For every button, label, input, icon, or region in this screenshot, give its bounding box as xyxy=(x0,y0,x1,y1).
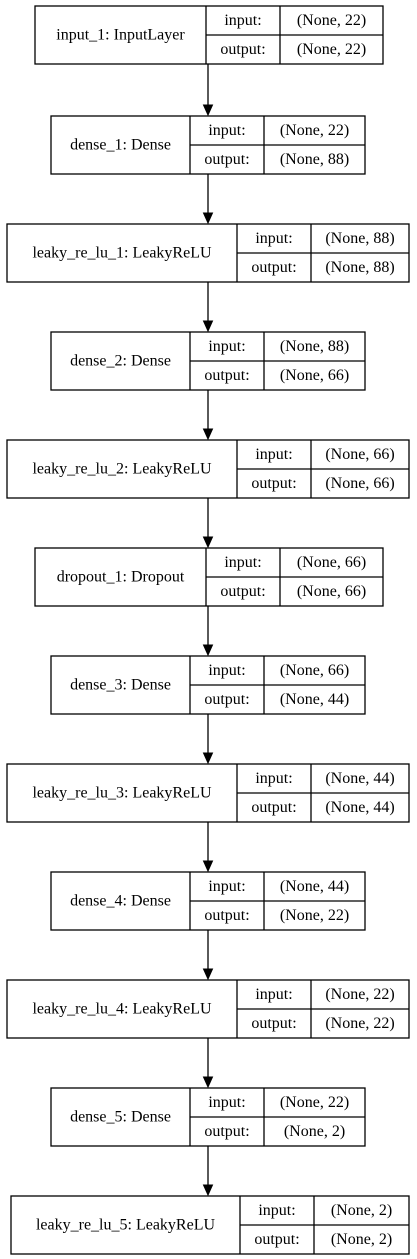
input-shape: (None, 22) xyxy=(297,12,366,29)
arrow-head xyxy=(202,428,214,441)
output-label: output: xyxy=(220,41,265,58)
output-label: output: xyxy=(251,799,296,816)
layer-name: dense_3: Dense xyxy=(70,677,171,694)
input-label: input: xyxy=(255,986,292,1003)
output-label: output: xyxy=(251,1015,296,1032)
layer-name: input_1: InputLayer xyxy=(56,27,185,44)
edge-arrow xyxy=(202,930,214,981)
output-shape: (None, 88) xyxy=(325,259,394,276)
arrow-head xyxy=(202,212,214,225)
layer-node: leaky_re_lu_2: LeakyReLU input: output: (No… xyxy=(6,439,410,499)
input-shape: (None, 88) xyxy=(280,338,349,355)
output-shape: (None, 2) xyxy=(331,1231,392,1248)
input-label: input: xyxy=(208,338,245,355)
edge-arrow xyxy=(202,498,214,549)
layer-name: dropout_1: Dropout xyxy=(57,569,185,586)
output-shape: (None, 44) xyxy=(325,799,394,816)
output-shape: (None, 2) xyxy=(284,1123,345,1140)
layer-name: leaky_re_lu_1: LeakyReLU xyxy=(32,245,211,262)
input-label: input: xyxy=(224,554,261,571)
output-label: output: xyxy=(251,259,296,276)
output-shape: (None, 88) xyxy=(280,151,349,168)
edge-arrow xyxy=(202,714,214,765)
output-label: output: xyxy=(204,1123,249,1140)
layer-name: dense_5: Dense xyxy=(70,1109,171,1126)
input-shape: (None, 22) xyxy=(280,122,349,139)
edge-arrow xyxy=(202,390,214,441)
layer-name: leaky_re_lu_5: LeakyReLU xyxy=(36,1217,215,1234)
arrow-head xyxy=(202,860,214,873)
input-shape: (None, 66) xyxy=(280,662,349,679)
layer-name: leaky_re_lu_2: LeakyReLU xyxy=(32,461,211,478)
output-label: output: xyxy=(204,907,249,924)
input-label: input: xyxy=(255,230,292,247)
output-label: output: xyxy=(204,151,249,168)
edge-arrow xyxy=(202,606,214,657)
output-label: output: xyxy=(204,367,249,384)
input-label: input: xyxy=(255,770,292,787)
layer-name: leaky_re_lu_3: LeakyReLU xyxy=(32,785,211,802)
layer-node: dropout_1: Dropout input: output: (None, 66… xyxy=(34,547,384,607)
layer-name: leaky_re_lu_4: LeakyReLU xyxy=(32,1001,211,1018)
arrow-head xyxy=(202,752,214,765)
input-shape: (None, 22) xyxy=(325,986,394,1003)
output-shape: (None, 22) xyxy=(297,41,366,58)
arrow-head xyxy=(202,644,214,657)
layer-node: leaky_re_lu_4: LeakyReLU input: output: (No… xyxy=(6,979,410,1039)
layer-node: dense_1: Dense input: output: (None, 22) (No… xyxy=(50,115,366,175)
input-shape: (None, 44) xyxy=(280,878,349,895)
output-shape: (None, 22) xyxy=(325,1015,394,1032)
edge-arrow xyxy=(202,282,214,333)
layer-node: leaky_re_lu_5: LeakyReLU input: output: (No… xyxy=(10,1195,410,1255)
input-shape: (None, 22) xyxy=(280,1094,349,1111)
edge-arrow xyxy=(202,174,214,225)
edge-arrow xyxy=(202,1146,214,1197)
arrow-head xyxy=(202,104,214,117)
output-label: output: xyxy=(220,583,265,600)
input-label: input: xyxy=(208,662,245,679)
input-shape: (None, 66) xyxy=(297,554,366,571)
layer-node: dense_4: Dense input: output: (None, 44) (No… xyxy=(50,871,366,931)
edge-arrow xyxy=(202,1038,214,1089)
input-label: input: xyxy=(255,446,292,463)
arrow-head xyxy=(202,536,214,549)
layer-node: leaky_re_lu_3: LeakyReLU input: output: (No… xyxy=(6,763,410,823)
layer-node: leaky_re_lu_1: LeakyReLU input: output: (No… xyxy=(6,223,410,283)
output-shape: (None, 66) xyxy=(280,367,349,384)
output-label: output: xyxy=(204,691,249,708)
input-label: input: xyxy=(224,12,261,29)
input-shape: (None, 2) xyxy=(331,1202,392,1219)
input-shape: (None, 66) xyxy=(325,446,394,463)
input-label: input: xyxy=(208,1094,245,1111)
arrow-head xyxy=(202,968,214,981)
arrow-head xyxy=(202,320,214,333)
layer-name: dense_1: Dense xyxy=(70,137,171,154)
layer-node: dense_3: Dense input: output: (None, 66) (No… xyxy=(50,655,366,715)
edge-arrow xyxy=(202,64,214,117)
input-label: input: xyxy=(208,122,245,139)
layer-name: dense_4: Dense xyxy=(70,893,171,910)
layer-node: dense_5: Dense input: output: (None, 22) (No… xyxy=(50,1087,366,1147)
input-shape: (None, 44) xyxy=(325,770,394,787)
layer-node: input_1: InputLayer input: output: (None, 2… xyxy=(34,5,384,65)
input-label: input: xyxy=(258,1202,295,1219)
output-shape: (None, 22) xyxy=(280,907,349,924)
layer-name: dense_2: Dense xyxy=(70,353,171,370)
output-shape: (None, 66) xyxy=(325,475,394,492)
input-label: input: xyxy=(208,878,245,895)
edge-arrow xyxy=(202,822,214,873)
input-shape: (None, 88) xyxy=(325,230,394,247)
output-label: output: xyxy=(254,1231,299,1248)
layer-node: dense_2: Dense input: output: (None, 88) (No… xyxy=(50,331,366,391)
output-shape: (None, 66) xyxy=(297,583,366,600)
output-shape: (None, 44) xyxy=(280,691,349,708)
output-label: output: xyxy=(251,475,296,492)
arrow-head xyxy=(202,1076,214,1089)
arrow-head xyxy=(202,1184,214,1197)
